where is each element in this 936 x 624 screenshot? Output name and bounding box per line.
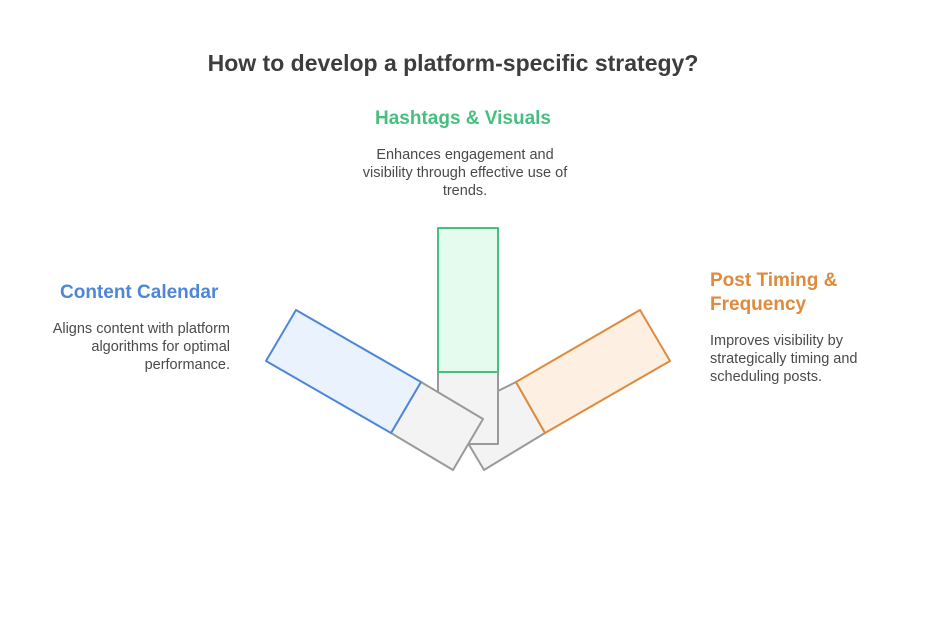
- calendar-description: Aligns content with platform algorithms …: [52, 321, 230, 373]
- calendar-heading: Content Calendar: [60, 282, 219, 303]
- blade-hashtags: [437, 227, 499, 373]
- blade-timing: [515, 309, 671, 434]
- hashtags-description: Enhances engagement and visibility throu…: [362, 147, 568, 199]
- hashtags-heading: Hashtags & Visuals: [374, 108, 551, 129]
- blade-calendar: [265, 309, 422, 434]
- page-title: How to develop a platform-specific strat…: [207, 50, 699, 76]
- timing-description: Improves visibility by strategically tim…: [710, 333, 858, 385]
- timing-heading: Post Timing & Frequency: [710, 270, 838, 315]
